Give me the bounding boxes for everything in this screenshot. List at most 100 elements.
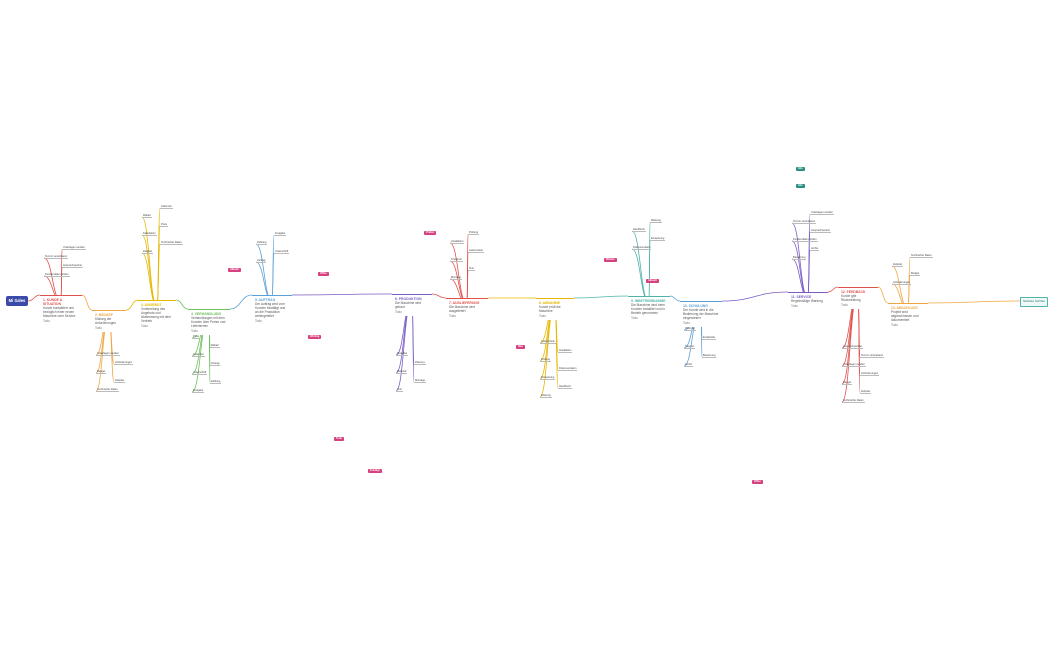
branch-item[interactable]: Material bbox=[396, 370, 408, 374]
branch-item[interactable]: Technische Daten bbox=[160, 241, 183, 245]
branch-item[interactable]: Einweisung bbox=[540, 376, 556, 380]
branch-item[interactable]: Zeitplan bbox=[892, 263, 904, 267]
branch-item[interactable]: Montage bbox=[450, 276, 463, 280]
branch-item[interactable]: Support bbox=[684, 345, 696, 349]
status-tag[interactable]: Info bbox=[796, 167, 805, 171]
branch-item[interactable]: Freigabe bbox=[192, 389, 205, 393]
branch-item[interactable]: Lieferzeit bbox=[160, 205, 173, 209]
branch-item[interactable]: Zeitplan bbox=[860, 390, 872, 394]
branch-item[interactable]: Termin vereinbaren bbox=[860, 354, 885, 358]
branch-item[interactable]: Wartung bbox=[684, 327, 696, 331]
status-tag[interactable]: Erledigt bbox=[368, 469, 382, 473]
branch-item[interactable]: Budget bbox=[842, 381, 853, 385]
branch-item[interactable]: Freigabe bbox=[396, 352, 409, 356]
branch-item[interactable]: Termin vereinbaren bbox=[792, 220, 817, 224]
status-tag[interactable]: Todo bbox=[334, 437, 345, 441]
branch-item[interactable]: Budget bbox=[96, 370, 107, 374]
branch-item[interactable]: Test bbox=[468, 267, 475, 271]
branch-item[interactable]: Test bbox=[396, 388, 403, 392]
status-tag[interactable]: Offen bbox=[752, 480, 763, 484]
branch-item[interactable]: Handbuch bbox=[632, 228, 646, 232]
branch-item[interactable]: Unterschrift bbox=[274, 250, 290, 254]
branch-item[interactable]: Rabatt bbox=[142, 214, 152, 218]
status-tag[interactable]: Offen bbox=[318, 272, 329, 276]
status-tag[interactable]: Prüfen bbox=[424, 231, 437, 235]
branch-item[interactable]: Archiv bbox=[684, 363, 694, 367]
branch-item[interactable]: Preis bbox=[160, 223, 168, 227]
branch-item[interactable]: Transport bbox=[450, 258, 464, 262]
status-tag[interactable]: Wichtig bbox=[308, 335, 322, 339]
status-tag[interactable]: Neu bbox=[516, 345, 525, 349]
branch-item[interactable]: Preis bbox=[192, 335, 200, 339]
branch-item[interactable]: Ansprechpartner bbox=[842, 345, 864, 349]
stage-status: Todo bbox=[449, 314, 456, 318]
status-tag[interactable]: Warten bbox=[604, 258, 617, 262]
branch-item[interactable]: Lieferschein bbox=[540, 340, 556, 344]
root-node[interactable]: Mi Sales bbox=[6, 296, 28, 306]
branch-item[interactable]: Freigabe bbox=[274, 232, 287, 236]
branch-item[interactable]: Vertrag bbox=[256, 259, 267, 263]
branch-item[interactable]: Prüfung bbox=[540, 358, 552, 362]
status-tag[interactable]: Aktuell bbox=[646, 279, 659, 283]
branch-item[interactable]: Zahlung bbox=[210, 380, 222, 384]
branch-item[interactable]: Budget bbox=[910, 272, 921, 276]
branch-item[interactable]: Vertrag bbox=[210, 362, 221, 366]
branch-item[interactable]: Lieferzeit bbox=[192, 353, 205, 357]
branch-item[interactable]: Kundendaten prüfen bbox=[44, 273, 70, 277]
branch-item[interactable]: Lieferschein bbox=[468, 249, 484, 253]
branch-item[interactable]: Anforderungen bbox=[114, 361, 134, 365]
branch-item[interactable]: Technische Daten bbox=[910, 254, 933, 258]
branch-item[interactable]: Bewertung bbox=[792, 256, 807, 260]
status-tag[interactable]: Info bbox=[796, 184, 805, 188]
branch-item[interactable]: Unterlagen senden bbox=[842, 363, 866, 367]
branch-item[interactable]: Wartung bbox=[540, 394, 552, 398]
branch-item[interactable]: Bewertung bbox=[702, 354, 717, 358]
branch-item[interactable]: Dokumentation bbox=[558, 367, 578, 371]
branch-item[interactable]: Zeitplan bbox=[142, 250, 154, 254]
branch-item[interactable]: Unterschrift bbox=[192, 371, 208, 375]
branch-item[interactable]: Unterlagen senden bbox=[62, 246, 86, 250]
branch-item[interactable]: Kalkulation bbox=[142, 232, 157, 236]
stage-title: 6. PRODUKTION bbox=[395, 297, 422, 301]
branch-item[interactable]: Anforderungen bbox=[860, 372, 880, 376]
branch-item[interactable]: Einweisung bbox=[650, 237, 666, 241]
branch-item[interactable]: Ansprechpartner bbox=[62, 264, 84, 268]
branch-item[interactable]: Planung bbox=[414, 361, 426, 365]
end-node[interactable]: Nächste Schritte bbox=[1020, 297, 1048, 307]
branch-item[interactable]: Unterlagen senden bbox=[810, 211, 834, 215]
branch-item[interactable]: Archiv bbox=[810, 247, 820, 251]
status-tag[interactable]: Aktuell bbox=[228, 268, 241, 272]
branch-item[interactable]: Technische Daten bbox=[842, 399, 865, 403]
branch-item[interactable]: Kundendaten prüfen bbox=[792, 238, 818, 242]
branch-item[interactable]: Installation bbox=[558, 349, 573, 353]
branch-item[interactable]: Technische Daten bbox=[96, 388, 119, 392]
stage-title: 4. VERHANDLUNG bbox=[191, 312, 222, 316]
branch-item[interactable]: Ansprechpartner bbox=[810, 229, 832, 233]
branch-item[interactable]: Prüfung bbox=[468, 231, 480, 235]
branch-item[interactable]: Handbuch bbox=[558, 385, 572, 389]
branch-item[interactable]: Montage bbox=[414, 379, 427, 383]
branch-item[interactable]: Unterlagen senden bbox=[96, 352, 120, 356]
branch-item[interactable]: Zahlung bbox=[256, 241, 268, 245]
branch-item[interactable]: Wartung bbox=[650, 219, 662, 223]
branch-item[interactable]: Installation bbox=[450, 240, 465, 244]
branch-item[interactable]: Ersatzteile bbox=[702, 336, 717, 340]
branch-item[interactable]: Rabatt bbox=[210, 344, 220, 348]
branch-item[interactable]: Anforderungen bbox=[892, 281, 912, 285]
branch-item[interactable]: Zeitplan bbox=[114, 379, 126, 383]
branch-item[interactable]: Termin vereinbaren bbox=[44, 255, 69, 259]
branch-item[interactable]: Dokumentation bbox=[632, 246, 652, 250]
